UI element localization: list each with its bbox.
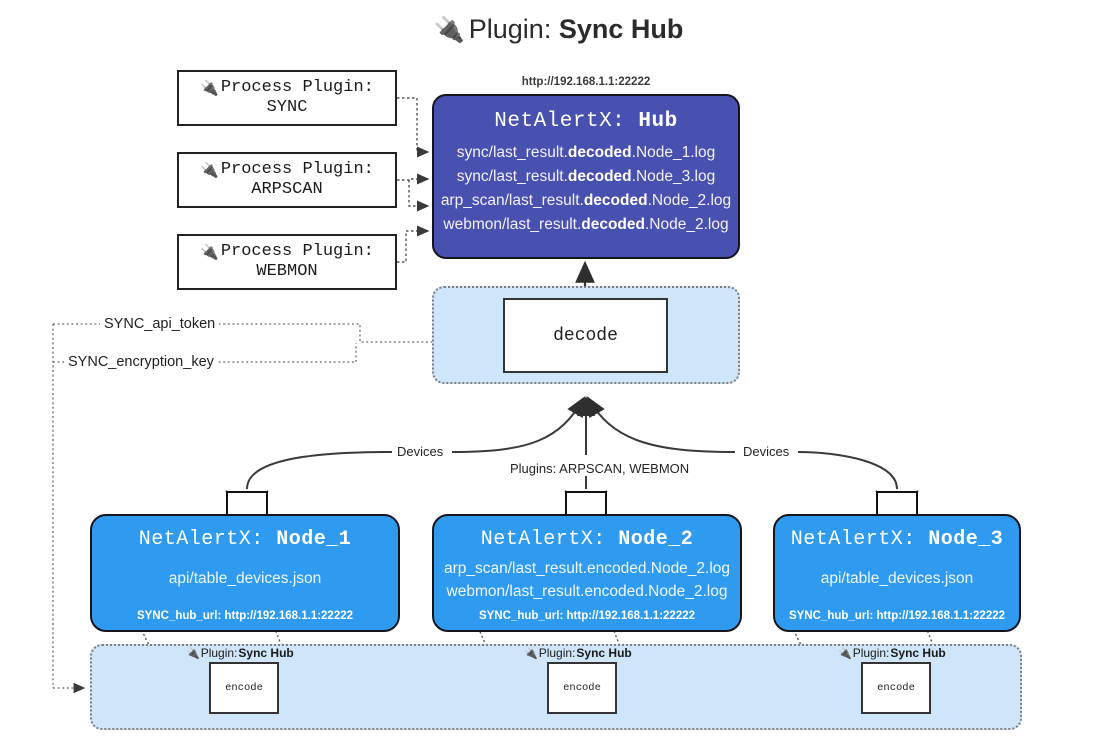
log-mid: decoded (567, 144, 632, 161)
plug-icon: 🔌 (186, 647, 200, 660)
node-footer-value: http://192.168.1.1:22222 (566, 610, 696, 622)
edge-label-devices-left: Devices (392, 444, 449, 459)
plug-icon: 🔌 (200, 78, 219, 97)
encoder-plugin-prefix: Plugin: (852, 646, 890, 660)
node-2[interactable]: NetAlertX: Node_2 arp_scan/last_result.e… (432, 514, 742, 632)
hub-title-prefix: NetAlertX: (494, 110, 626, 133)
encoder-plugin-label-2: 🔌Plugin: Sync Hub (524, 646, 632, 660)
process-plugin-arpscan[interactable]: 🔌Process Plugin: ARPSCAN (177, 152, 397, 208)
plug-icon: 🔌 (200, 242, 219, 261)
node-footer-value: http://192.168.1.1:22222 (876, 610, 1006, 622)
encode-box-1[interactable]: encode (209, 662, 279, 714)
log-pre: webmon/last_result. (443, 216, 582, 234)
node-title: NetAlertX: Node_2 (434, 528, 740, 551)
log-mid: decoded (583, 192, 648, 210)
log-pre: sync/last_result. (456, 144, 568, 161)
node-title: NetAlertX: Node_3 (775, 528, 1019, 551)
node-footer-key: SYNC_hub_url: (478, 610, 564, 622)
process-plugin-webmon[interactable]: 🔌Process Plugin: WEBMON (177, 234, 397, 290)
hub-log-list: sync/last_result.decoded.Node_1.log sync… (434, 141, 738, 237)
log-post: .Node_2.log (647, 192, 732, 210)
log-post: .Node_2.log (644, 216, 729, 234)
node-title-name: Node_1 (276, 528, 352, 551)
node-footer-value: http://192.168.1.1:22222 (224, 610, 354, 622)
encoder-plugin-prefix: Plugin: (538, 646, 576, 660)
node-3[interactable]: NetAlertX: Node_3 api/table_devices.json… (773, 514, 1021, 632)
hub-url-label: http://192.168.1.1:22222 (521, 76, 651, 88)
hub-log-row: arp_scan/last_result.decoded.Node_2.log (434, 189, 738, 213)
title-prefix: Plugin: (468, 14, 552, 44)
process-plugin-label: Process Plugin: (220, 160, 374, 180)
process-plugin-name: SYNC (266, 98, 308, 117)
process-plugin-name: ARPSCAN (251, 180, 323, 199)
sync-api-token-label: SYNC_api_token (100, 316, 220, 332)
plug-icon: 🔌 (200, 160, 219, 179)
node-footer: SYNC_hub_url: http://192.168.1.1:22222 (434, 610, 740, 622)
log-mid: decoded (567, 168, 632, 186)
encoder-plugin-name: Sync Hub (890, 646, 946, 660)
node-line-list: arp_scan/last_result.encoded.Node_2.log … (434, 557, 740, 604)
node-title-prefix: NetAlertX: (480, 528, 606, 551)
process-plugin-sync[interactable]: 🔌Process Plugin: SYNC (177, 70, 397, 126)
decode-box[interactable]: decode (503, 298, 668, 373)
log-pre: arp_scan/last_result. (440, 192, 584, 210)
encoder-plugin-label-3: 🔌Plugin: Sync Hub (838, 646, 946, 660)
hub-log-row: sync/last_result.decoded.Node_3.log (434, 165, 738, 189)
encoder-plugin-prefix: Plugin: (200, 646, 238, 660)
node-line-list: api/table_devices.json (775, 567, 1019, 590)
process-plugin-name: WEBMON (256, 262, 318, 281)
edge-label-devices-right: Devices (738, 444, 795, 459)
hub-log-row: sync/last_result.decoded.Node_1.log (434, 141, 738, 165)
encode-box-2[interactable]: encode (547, 662, 617, 714)
node-line: api/table_devices.json (820, 570, 974, 587)
node-footer-key: SYNC_hub_url: (136, 610, 222, 622)
node-line: api/table_devices.json (168, 570, 322, 587)
hub-log-row: webmon/last_result.decoded.Node_2.log (434, 213, 738, 237)
log-pre: sync/last_result. (456, 168, 568, 186)
log-post: .Node_3.log (631, 168, 716, 186)
node-line-list: api/table_devices.json (92, 567, 398, 590)
node-title: NetAlertX: Node_1 (92, 528, 398, 551)
process-plugin-label: Process Plugin: (220, 78, 374, 98)
hub-title: NetAlertX: Hub (434, 110, 738, 133)
node-title-name: Node_3 (928, 528, 1004, 551)
log-post: .Node_1.log (631, 144, 716, 161)
hub-title-name: Hub (638, 110, 678, 133)
plug-icon: 🔌 (524, 647, 538, 660)
encoder-plugin-name: Sync Hub (576, 646, 632, 660)
title-name: Sync Hub (558, 14, 684, 44)
encoder-plugin-label-1: 🔌Plugin: Sync Hub (186, 646, 294, 660)
encoder-plugin-name: Sync Hub (238, 646, 294, 660)
node-line: webmon/last_result.encoded.Node_2.log (446, 583, 728, 601)
plug-icon: 🔌 (433, 16, 465, 44)
node-title-prefix: NetAlertX: (790, 528, 916, 551)
node-footer: SYNC_hub_url: http://192.168.1.1:22222 (775, 610, 1019, 622)
process-plugin-label: Process Plugin: (220, 242, 374, 262)
log-mid: decoded (581, 216, 645, 234)
node-line: arp_scan/last_result.encoded.Node_2.log (443, 560, 731, 577)
node-footer-key: SYNC_hub_url: (788, 610, 874, 622)
page-title: 🔌Plugin: Sync Hub (0, 14, 1117, 45)
node-1[interactable]: NetAlertX: Node_1 api/table_devices.json… (90, 514, 400, 632)
node-footer: SYNC_hub_url: http://192.168.1.1:22222 (92, 610, 398, 622)
encode-box-3[interactable]: encode (861, 662, 931, 714)
node-title-name: Node_2 (618, 528, 694, 551)
edge-label-plugins: Plugins: ARPSCAN, WEBMON (505, 461, 695, 476)
plug-icon: 🔌 (838, 647, 852, 660)
sync-encryption-key-label: SYNC_encryption_key (64, 354, 218, 370)
node-title-prefix: NetAlertX: (138, 528, 264, 551)
hub-node[interactable]: NetAlertX: Hub sync/last_result.decoded.… (432, 94, 740, 259)
